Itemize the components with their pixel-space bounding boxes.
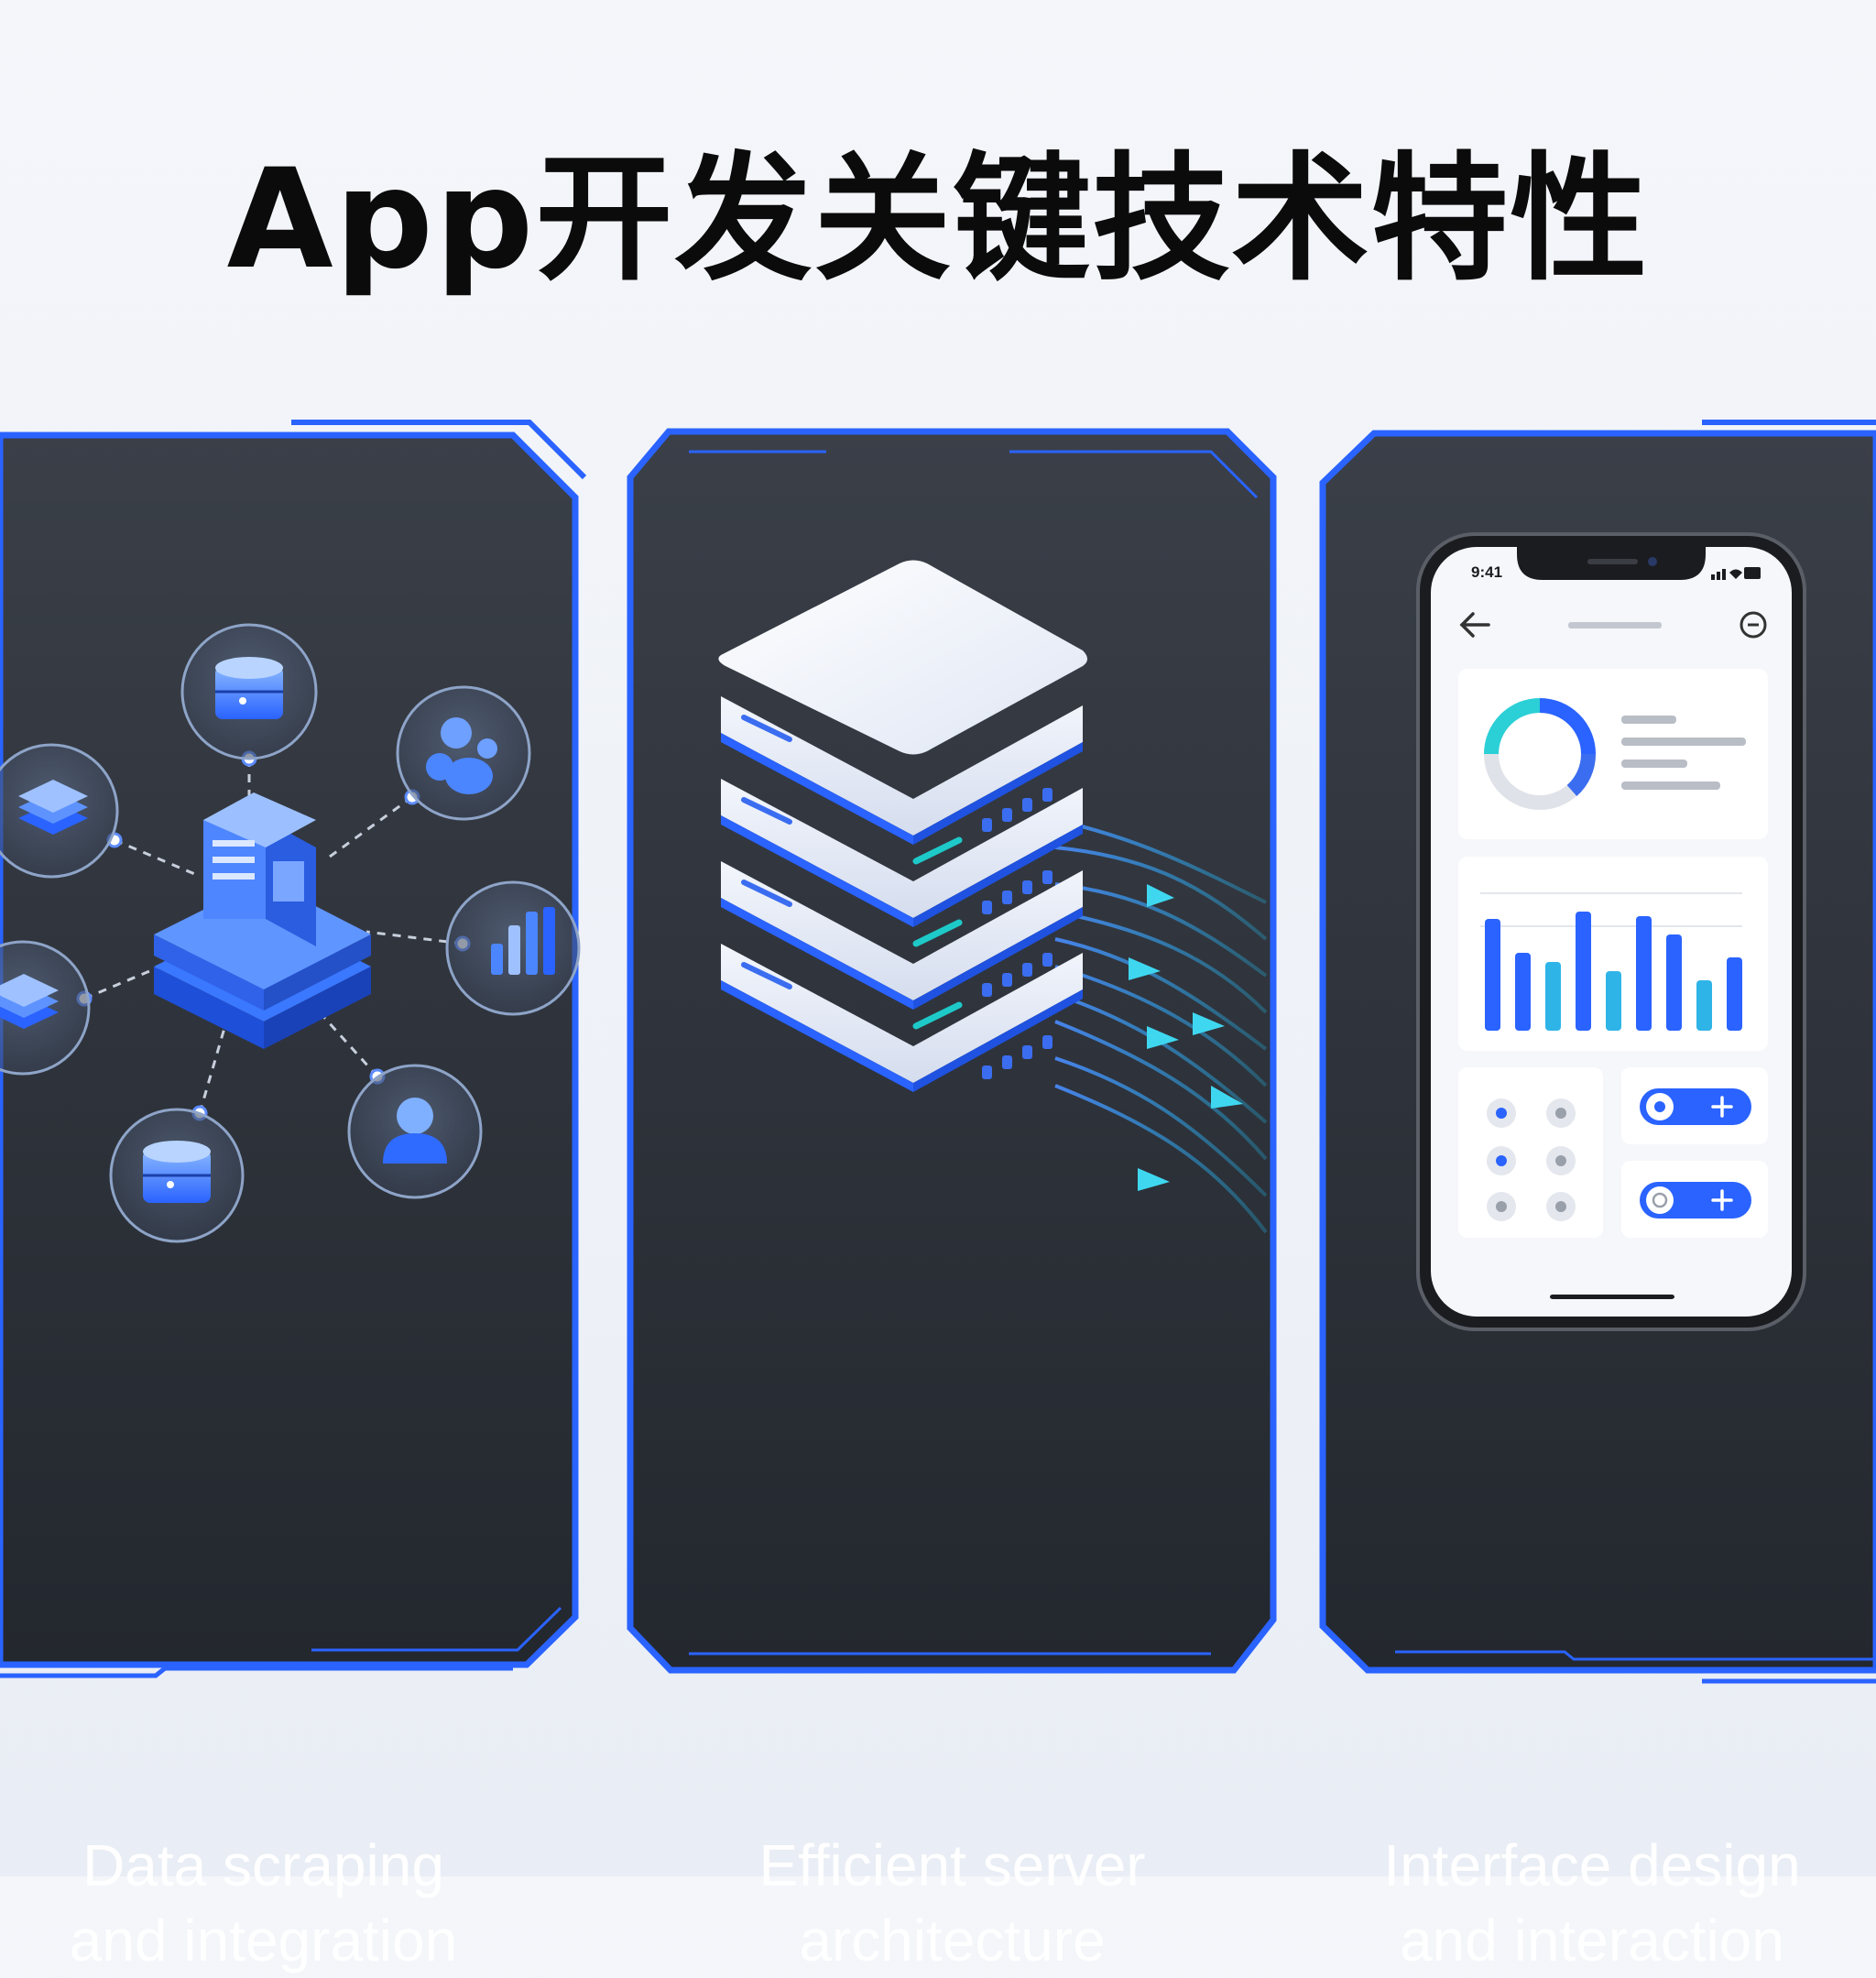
- feature-label-line-1: Interface design: [1383, 1832, 1801, 1898]
- feature-label: Interface design and interaction: [1331, 1828, 1853, 1978]
- central-platform-icon: [154, 880, 371, 1049]
- feature-card-interface-design: 9:41 Interface design and interaction: [1317, 417, 1876, 1973]
- feature-label-line-2: and integration: [69, 1907, 458, 1973]
- data-network-illustration: [0, 623, 581, 1243]
- phone-status-time: 9:41: [1471, 563, 1503, 581]
- feature-label-line-1: Efficient server: [758, 1832, 1146, 1898]
- layers-icon: [18, 780, 88, 835]
- donut-chart-icon: [1484, 698, 1597, 810]
- smartphone-icon: [1416, 532, 1806, 1331]
- back-arrow-icon: [1459, 612, 1490, 638]
- server-illustration: [718, 560, 1268, 1234]
- database-icon: [215, 657, 283, 719]
- bar-chart-card: [1458, 857, 1768, 1051]
- layers-icon: [0, 974, 59, 1029]
- bubble-paw: [396, 685, 531, 821]
- options-card: [1458, 1067, 1603, 1238]
- paw-icon: [426, 717, 497, 794]
- feature-label-line-1: Data scraping: [82, 1832, 444, 1898]
- database-icon: [143, 1141, 211, 1203]
- home-indicator: [1550, 1295, 1674, 1299]
- document-icon: [203, 792, 316, 946]
- feature-card-data-scraping: Data scraping and integration: [0, 417, 586, 1973]
- user-icon: [383, 1098, 447, 1164]
- page-title: App开发关键技术特性: [226, 140, 1650, 300]
- menu-icon: [1740, 611, 1767, 639]
- bar-chart-icon: [1485, 912, 1742, 1031]
- data-stream-icon: [1054, 818, 1268, 1234]
- summary-card: [1458, 669, 1768, 839]
- feature-label: Data scraping and integration: [0, 1828, 527, 1978]
- plus-icon: [1711, 1096, 1733, 1118]
- feature-label-line-2: and interaction: [1400, 1907, 1784, 1973]
- feature-label: Efficient server architecture: [625, 1828, 1280, 1978]
- feature-label-line-2: architecture: [799, 1907, 1106, 1973]
- bar-chart-icon: [491, 907, 555, 975]
- plus-icon: [1711, 1189, 1733, 1211]
- app-bar-title-placeholder: [1568, 622, 1662, 628]
- toggle-icon: [1640, 1182, 1751, 1218]
- signal-icon: [1711, 567, 1761, 580]
- server-stack-icon: [718, 560, 1087, 1092]
- feature-card-server-architecture: Efficient server architecture: [625, 426, 1280, 1973]
- toggle-icon: [1640, 1088, 1751, 1125]
